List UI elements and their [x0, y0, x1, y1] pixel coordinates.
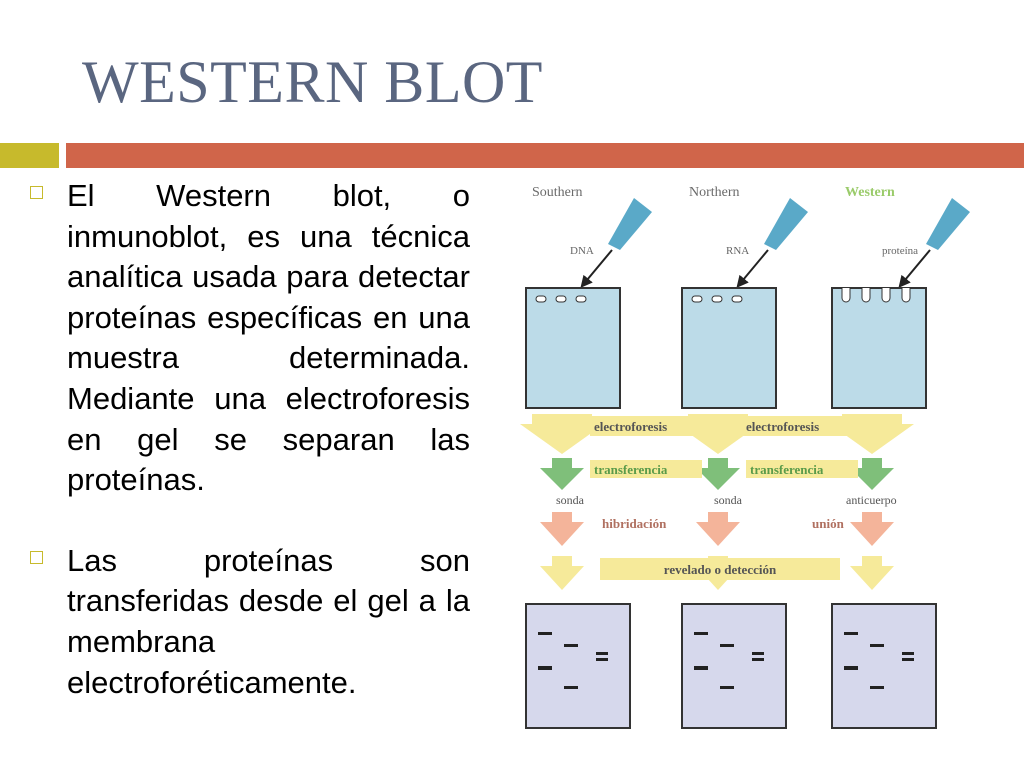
- arrow-down-icon: [540, 556, 584, 590]
- probe-label: anticuerpo: [846, 493, 897, 507]
- step-label-revelado: revelado o detección: [664, 562, 777, 577]
- pipette-icon: [898, 198, 970, 288]
- gel: [831, 287, 927, 409]
- step-band: [746, 460, 858, 478]
- bullet-text: El Western blot, o inmunoblot, es una té…: [67, 178, 470, 498]
- probe-label: sonda: [714, 493, 743, 507]
- step-label-electroforesis: electroforesis: [746, 419, 819, 434]
- column-label-western: Western: [845, 185, 895, 200]
- pipette-icon: [580, 198, 652, 288]
- step-label-hibridacion: hibridación: [602, 516, 667, 531]
- bullet-item: Las proteínas son transferidas desde el …: [30, 541, 470, 703]
- arrow-down-icon: [850, 512, 894, 546]
- membrane: [831, 603, 937, 729]
- step-label-electroforesis: electroforesis: [594, 419, 667, 434]
- accent-bar-olive: [0, 143, 59, 168]
- arrow-down-icon: [696, 458, 740, 490]
- step-band: [600, 558, 840, 580]
- gel: [681, 287, 777, 409]
- step-label-union: unión: [812, 516, 845, 531]
- arrow-down-icon: [850, 458, 894, 490]
- sample-label: proteína: [882, 245, 918, 257]
- column-label-northern: Northern: [689, 185, 740, 200]
- bullet-item: El Western blot, o inmunoblot, es una té…: [30, 176, 470, 501]
- bullet-list: El Western blot, o inmunoblot, es una té…: [30, 176, 470, 703]
- step-band: [590, 460, 702, 478]
- gel: [525, 287, 621, 409]
- step-label-transferencia: transferencia: [750, 462, 824, 477]
- probe-label: sonda: [556, 493, 585, 507]
- arrow-down-icon: [520, 414, 604, 454]
- membrane: [525, 603, 631, 729]
- pipette-icon: [736, 198, 808, 288]
- arrow-down-icon: [696, 512, 740, 546]
- column-label-southern: Southern: [532, 185, 583, 200]
- step-band: [590, 416, 886, 436]
- bullet-square-icon: [30, 550, 43, 564]
- accent-bar-rust: [66, 143, 1024, 168]
- slide-title: WESTERN BLOT: [82, 49, 543, 115]
- arrow-down-icon: [540, 512, 584, 546]
- membrane: [681, 603, 787, 729]
- arrow-down-icon: [850, 556, 894, 590]
- arrow-down-icon: [540, 458, 584, 490]
- sample-label: RNA: [726, 245, 749, 257]
- bullet-text: Las proteínas son transferidas desde el …: [67, 542, 470, 700]
- sample-label: DNA: [570, 245, 594, 257]
- bullet-square-icon: [30, 186, 43, 199]
- step-label-transferencia: transferencia: [594, 462, 668, 477]
- blotting-diagram: Southern Northern Western DNA RNA proteí…: [512, 178, 992, 744]
